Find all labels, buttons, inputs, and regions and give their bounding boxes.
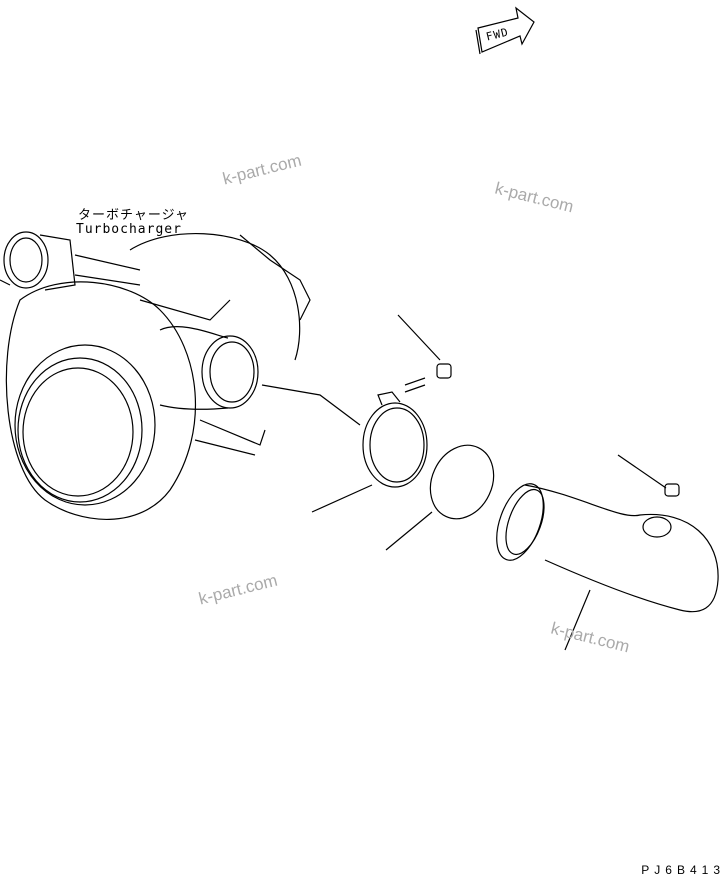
elbow-pipe-drawing bbox=[496, 483, 719, 613]
leader-line bbox=[0, 279, 361, 426]
drawing-code: PJ6B413 bbox=[641, 863, 725, 877]
o-ring-drawing bbox=[429, 444, 495, 520]
part-name-jp: ターボチャージャ bbox=[78, 208, 189, 223]
fwd-arrow-icon bbox=[475, 6, 535, 55]
leader-line bbox=[385, 511, 433, 551]
clamp-drawing bbox=[362, 363, 452, 488]
turbocharger-drawing bbox=[3, 231, 311, 520]
leader-line bbox=[564, 454, 667, 651]
part-name-en: Turbocharger bbox=[76, 222, 182, 237]
leader-line bbox=[311, 314, 441, 513]
